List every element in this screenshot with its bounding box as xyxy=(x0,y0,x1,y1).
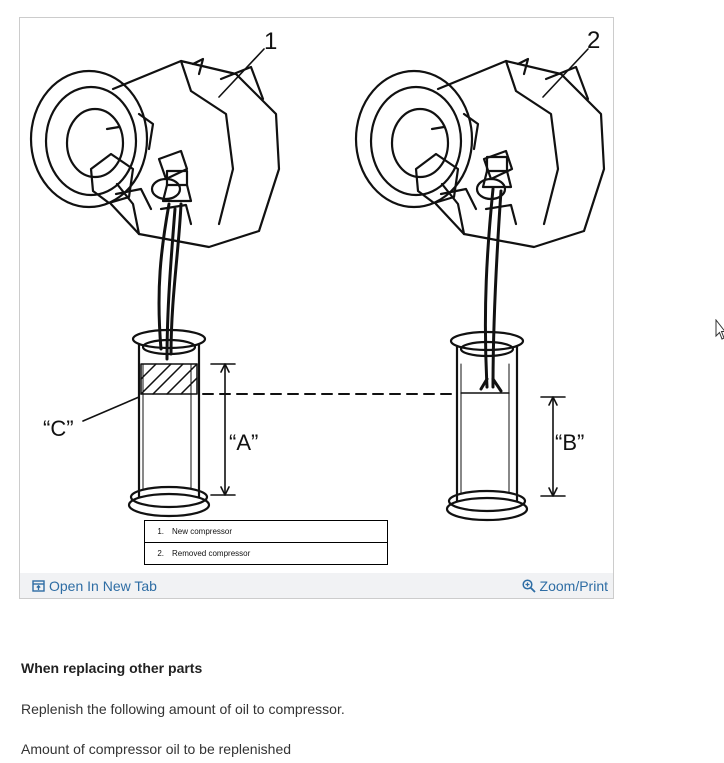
open-new-tab-icon xyxy=(32,579,45,592)
open-in-new-tab-button[interactable]: Open In New Tab xyxy=(32,577,157,594)
oil-amount-paragraph: Amount of compressor oil to be replenish… xyxy=(21,741,292,757)
callout-2: 2 xyxy=(587,27,600,54)
figure-legend: 1. New compressor 2. Removed compressor xyxy=(144,520,388,565)
callout-c: “C” xyxy=(43,416,74,441)
magnifier-icon xyxy=(521,578,536,593)
mouse-pointer-icon xyxy=(715,319,724,340)
compressor-1-drawing xyxy=(29,57,281,249)
leader-line-c xyxy=(82,396,140,422)
section-heading: When replacing other parts xyxy=(21,660,203,676)
compressor-2-drawing xyxy=(354,57,606,249)
legend-row: 1. New compressor xyxy=(144,520,388,543)
oil-stream-2 xyxy=(479,187,503,393)
figure-card: 1 2 “C” “A” “B” 1. New compressor 2. Remov… xyxy=(19,17,614,599)
dimension-a xyxy=(210,363,236,496)
oil-layer-c xyxy=(140,363,198,395)
legend-number: 1. xyxy=(157,527,164,536)
dimension-b xyxy=(540,396,566,497)
leader-line-2 xyxy=(542,48,589,98)
legend-row: 2. Removed compressor xyxy=(144,542,388,565)
legend-text: Removed compressor xyxy=(172,549,251,558)
legend-text: New compressor xyxy=(172,527,233,536)
beaker-new-compressor xyxy=(127,328,211,518)
beaker-removed-compressor xyxy=(445,330,529,522)
callout-b: “B” xyxy=(555,430,584,455)
leader-line-1 xyxy=(218,48,265,98)
open-in-new-tab-label: Open In New Tab xyxy=(49,577,157,594)
compressor-oil-illustration: 1 2 “C” “A” “B” xyxy=(21,19,612,571)
figure-toolbar: Open In New Tab Zoom/Print xyxy=(20,573,613,598)
legend-number: 2. xyxy=(157,549,164,558)
oil-stream-1 xyxy=(157,202,183,361)
zoom-print-button[interactable]: Zoom/Print xyxy=(521,577,608,594)
instruction-paragraph: Replenish the following amount of oil to… xyxy=(21,701,345,717)
callout-1: 1 xyxy=(264,28,277,55)
zoom-print-label: Zoom/Print xyxy=(539,577,608,594)
callout-a: “A” xyxy=(229,430,258,455)
